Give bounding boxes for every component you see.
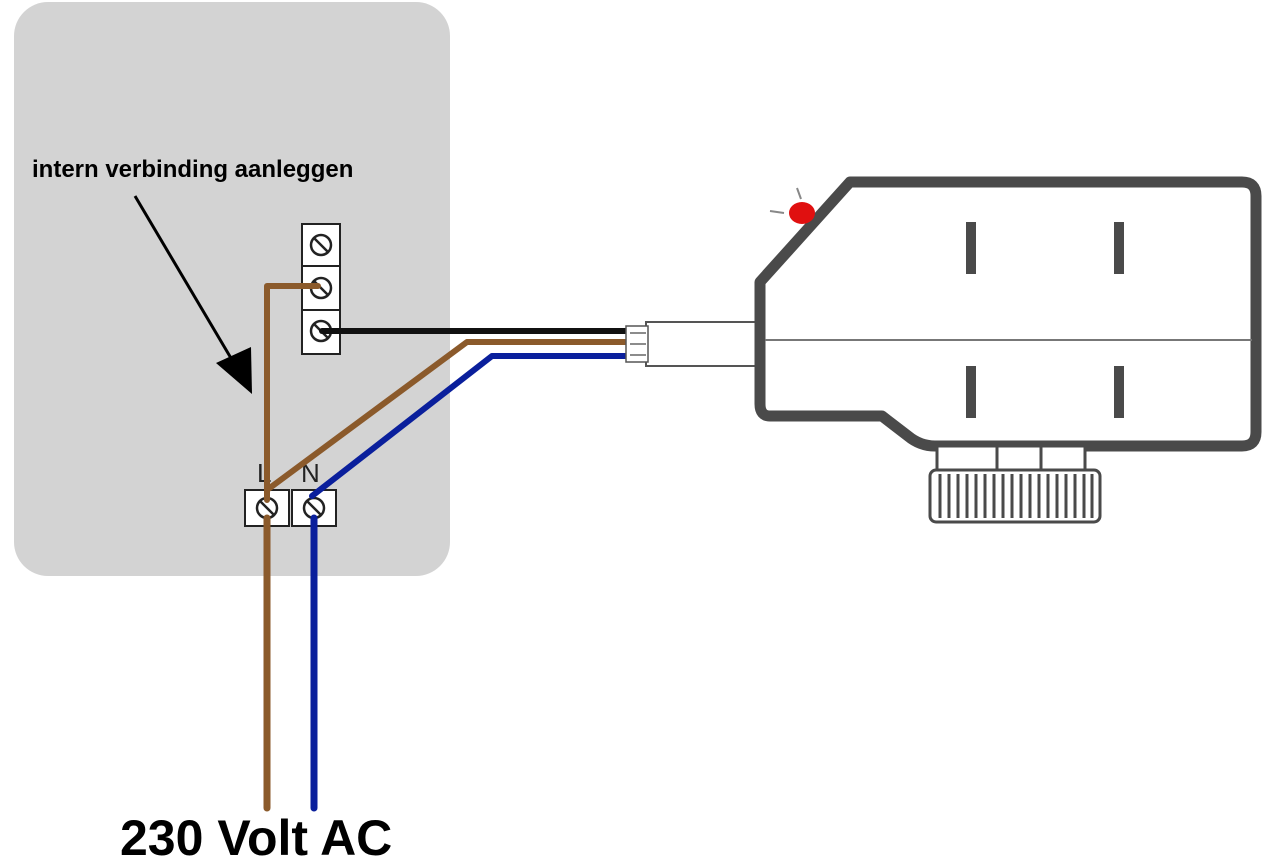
screw-icon bbox=[255, 496, 279, 520]
enclosure-box bbox=[14, 2, 450, 576]
screw-icon bbox=[309, 233, 333, 257]
annotation-label: intern verbinding aanleggen bbox=[32, 156, 353, 183]
wires bbox=[263, 283, 631, 812]
terminal-block-top bbox=[301, 223, 341, 355]
actuator-nut bbox=[928, 444, 1102, 524]
annotation-arrow bbox=[133, 195, 252, 394]
wire-internal-bridge bbox=[264, 283, 321, 503]
led-indicator-icon bbox=[769, 187, 815, 224]
actuator-body bbox=[754, 176, 1262, 524]
wire-live-actuator bbox=[264, 339, 631, 493]
actuator-cable bbox=[625, 321, 759, 367]
supply-voltage-label: 230 Volt AC bbox=[120, 810, 392, 865]
wire-neutral-actuator bbox=[309, 353, 631, 499]
terminal-n-label: N bbox=[301, 458, 320, 488]
